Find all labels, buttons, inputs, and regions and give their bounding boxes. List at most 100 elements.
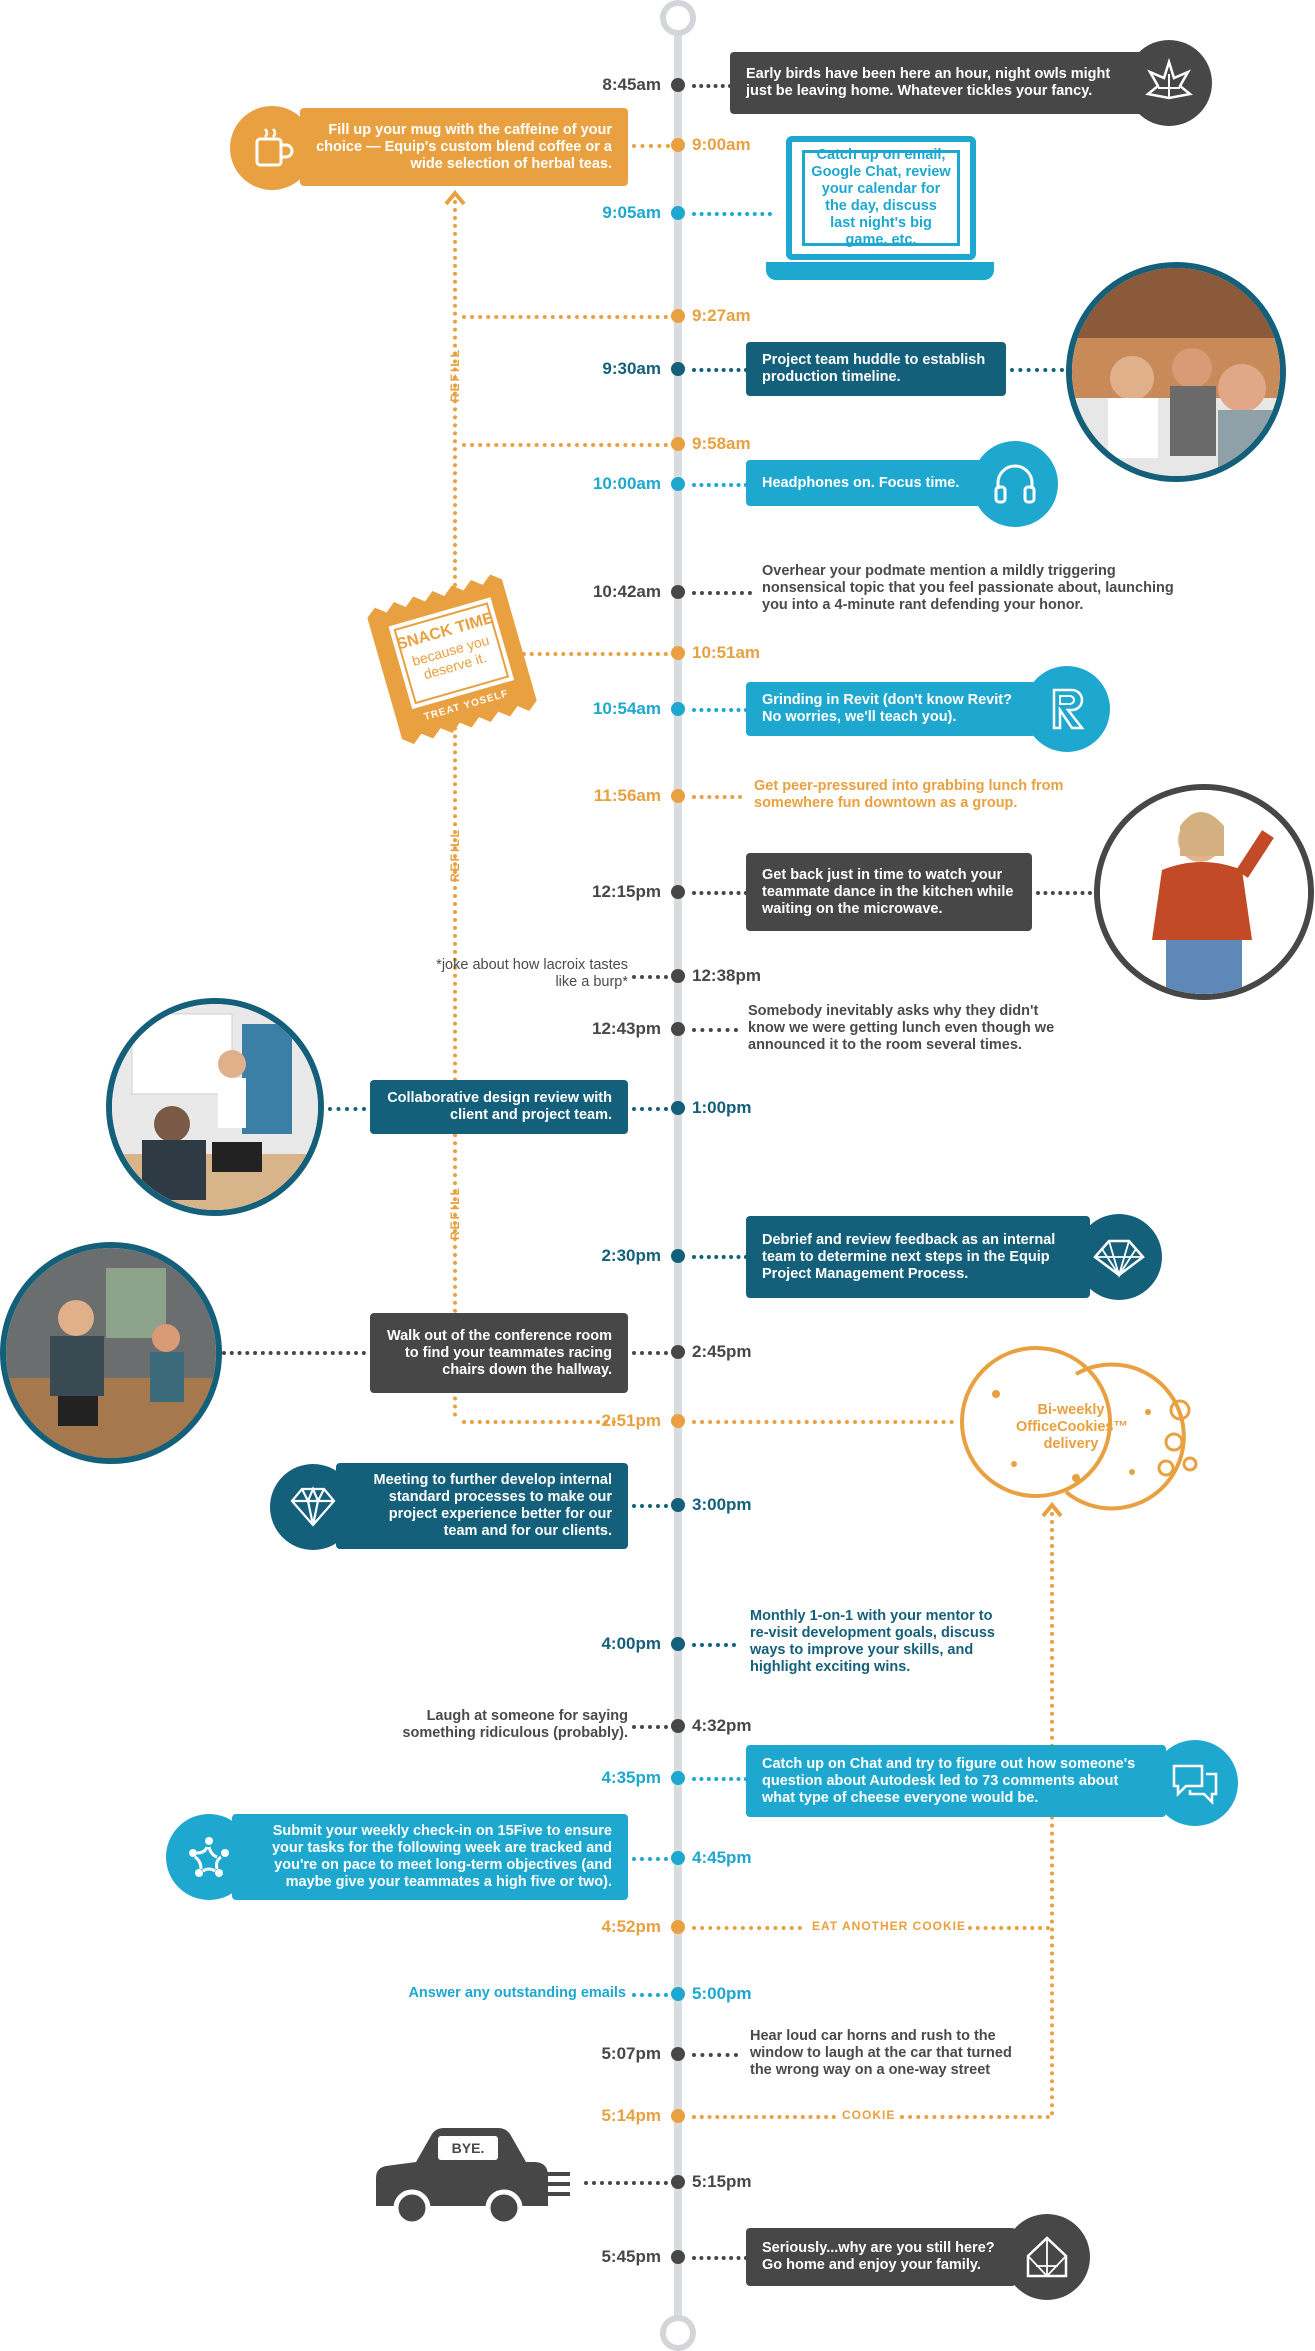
event-1238-text: *joke about how lacroix tastes like a bu… [436, 957, 628, 990]
cookie-delivery-text: Bi-weekly OfficeCookies™ delivery [1016, 1402, 1128, 1452]
time-930: 9:30am [602, 359, 661, 378]
laptop-screen-text: Catch up on email, Google Chat, review y… [802, 147, 960, 248]
car-icon: BYE. [372, 2126, 572, 2232]
time-900: 9:00am [692, 135, 751, 154]
timeline-start-cap [660, 0, 696, 36]
time-845: 8:45am [602, 75, 661, 94]
node-507 [671, 2047, 685, 2061]
node-1054 [671, 702, 685, 716]
event-930-box: Project team huddle to establish product… [746, 342, 1006, 396]
event-500-text: Answer any outstanding emails [408, 1985, 626, 2001]
laptop-icon: Catch up on email, Google Chat, review y… [786, 136, 976, 260]
node-435 [671, 1771, 685, 1785]
eat-another-cookie-label: EAT ANOTHER COOKIE [812, 1919, 967, 1933]
node-300 [671, 1498, 685, 1512]
equip-flame-icon [1126, 40, 1212, 126]
node-845 [671, 78, 685, 92]
node-1042 [671, 585, 685, 599]
refill-label-3: REFILL [448, 1186, 462, 1240]
event-300-box: Meeting to further develop internal stan… [336, 1463, 628, 1549]
node-1051 [671, 646, 685, 660]
node-900 [671, 138, 685, 152]
event-900-box: Fill up your mug with the caffeine of yo… [300, 108, 628, 186]
event-1000-box: Headphones on. Focus time. [746, 460, 986, 506]
node-958 [671, 437, 685, 451]
node-930 [671, 362, 685, 376]
time-958: 9:58am [692, 434, 751, 453]
time-1000: 10:00am [592, 474, 661, 493]
design-review-photo [106, 998, 324, 1216]
time-251: 2:51pm [601, 1411, 661, 1430]
node-432 [671, 1719, 685, 1733]
event-1243-text: Somebody inevitably asks why they didn't… [748, 1003, 1055, 1053]
laptop-base [766, 262, 994, 280]
time-1238: 12:38pm [692, 966, 761, 985]
time-452: 4:52pm [601, 1917, 661, 1936]
node-927 [671, 309, 685, 323]
cookie-arrow-icon [1041, 1501, 1063, 1518]
node-515 [671, 2175, 685, 2189]
refill-arrow-icon [444, 189, 466, 206]
time-1215: 12:15pm [592, 882, 661, 901]
event-435-box: Catch up on Chat and try to figure out h… [746, 1745, 1166, 1817]
chat-bubbles-icon [1152, 1740, 1238, 1826]
time-1042: 10:42am [592, 582, 661, 601]
event-400-text: Monthly 1-on-1 with your mentor to re-vi… [750, 1608, 995, 1675]
cookie-label: COOKIE [842, 2108, 896, 2122]
node-500 [671, 1987, 685, 2001]
dancing-teammate-photo [1094, 784, 1314, 1000]
cookie-icon: Bi-weekly OfficeCookies™ delivery [956, 1342, 1206, 1512]
house-icon [1004, 2214, 1090, 2300]
event-100-box: Collaborative design review with client … [370, 1080, 628, 1134]
event-245-box: Walk out of the conference room to find … [370, 1313, 628, 1393]
event-545-box: Seriously...why are you still here? Go h… [746, 2228, 1016, 2286]
time-905: 9:05am [602, 203, 661, 222]
time-300: 3:00pm [692, 1495, 752, 1514]
event-845-box: Early birds have been here an hour, nigh… [730, 52, 1150, 114]
node-100 [671, 1101, 685, 1115]
event-507-text: Hear loud car horns and rush to the wind… [750, 2028, 1012, 2078]
diamond-lattice-icon [1076, 1214, 1162, 1300]
time-1156: 11:56am [593, 786, 661, 805]
time-432: 4:32pm [692, 1716, 752, 1735]
high-five-icon [166, 1814, 252, 1900]
time-507: 5:07pm [601, 2044, 661, 2063]
time-545: 5:45pm [601, 2247, 661, 2266]
timeline-end-cap [660, 2315, 696, 2351]
node-445 [671, 1851, 685, 1865]
headphones-icon [972, 441, 1058, 527]
time-927: 9:27am [692, 306, 751, 325]
time-514: 5:14pm [601, 2106, 661, 2125]
revit-icon [1024, 666, 1110, 752]
team-huddle-photo [1066, 262, 1286, 482]
time-400: 4:00pm [601, 1634, 661, 1653]
node-545 [671, 2250, 685, 2264]
time-1243: 12:43pm [592, 1019, 661, 1038]
node-1156 [671, 789, 685, 803]
event-445-box: Submit your weekly check-in on 15Five to… [232, 1814, 628, 1900]
car-bye-text: BYE. [451, 2140, 485, 2156]
time-245: 2:45pm [692, 1342, 752, 1361]
time-435: 4:35pm [601, 1768, 661, 1787]
node-1238 [671, 969, 685, 983]
node-230 [671, 1249, 685, 1263]
timeline-spine [674, 18, 682, 2336]
node-1000 [671, 477, 685, 491]
event-230-box: Debrief and review feedback as an intern… [746, 1216, 1090, 1298]
node-245 [671, 1345, 685, 1359]
coffee-mug-icon [230, 106, 314, 190]
node-1243 [671, 1022, 685, 1036]
node-452 [671, 1920, 685, 1934]
time-1054: 10:54am [592, 699, 661, 718]
event-1042-text: Overhear your podmate mention a mildly t… [762, 563, 1174, 613]
refill-line [453, 200, 457, 1418]
snack-bag-icon: SNACK TIME because you deserve it. TREAT… [356, 565, 549, 753]
refill-label-2: REFILL [448, 828, 462, 882]
refill-label-1: REFILL [448, 348, 462, 402]
time-230: 2:30pm [601, 1246, 661, 1265]
node-514 [671, 2109, 685, 2123]
node-1215 [671, 885, 685, 899]
time-100: 1:00pm [692, 1098, 752, 1117]
node-905 [671, 206, 685, 220]
